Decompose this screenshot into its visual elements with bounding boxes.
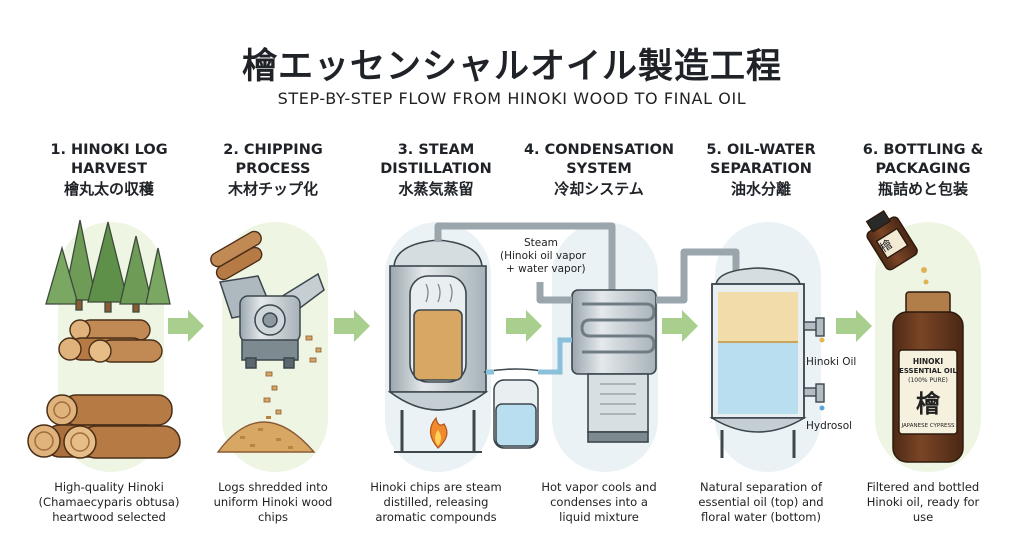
bottle-label-line3: (100% PURE) [908,377,948,384]
falling-chips-icon [263,335,322,415]
hinoki-oil-label: Hinoki Oil [806,356,856,368]
arrow-4-icon [662,310,698,342]
steam-label: Steam [524,237,558,249]
arrow-1-icon [168,310,204,342]
arrow-2-icon [334,310,370,342]
flow-arrows [168,310,872,342]
condenser-icon [571,289,657,443]
bottle-label-line1: HINOKI [913,357,944,366]
steam-label-line2: (Hinoki oil vapor [500,250,587,262]
distillation-tank-icon [387,239,489,453]
bottle-label-kanji: 檜 [916,390,941,418]
bottle-label-line2: ESSENTIAL OIL [899,367,957,375]
oil-tap-icon [803,317,825,343]
essential-oil-bottle-icon [892,291,964,463]
page-title: 檜エッセンシャルオイル製造工程 [241,47,782,87]
hydrosol-label: Hydrosol [806,420,852,432]
flame-icon [429,416,448,449]
wood-chipper-icon [219,272,325,369]
hydrosol-tap-icon [803,383,825,411]
arrow-3-icon [506,310,542,342]
water-reservoir-icon [483,368,549,449]
wood-logs-feed-icon [210,230,263,281]
bottle-label-line4: JAPANESE CYPRESS [900,423,955,429]
step1-description: High-quality Hinoki(Chamaecyparis obtusa… [38,480,180,524]
separator-tank-icon [709,267,807,458]
arrow-5-icon [836,310,872,342]
log-pile-icon [27,394,181,459]
steam-label-line3: + water vapor) [506,263,586,275]
small-bottle-icon [865,209,929,285]
condenser-outlet-pipe [536,248,740,304]
wood-chip-pile-icon [216,416,316,453]
forest-icon [45,219,171,313]
page-subtitle: STEP-BY-STEP FLOW FROM HINOKI WOOD TO FI… [277,89,747,108]
log-stack-small-icon [58,319,163,363]
steam-pipe-icon [434,222,616,290]
